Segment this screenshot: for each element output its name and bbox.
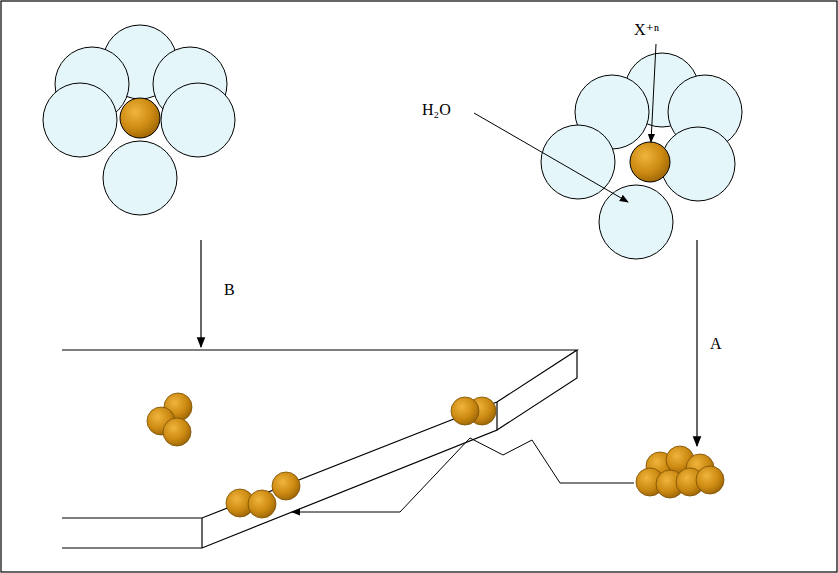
part-label: H₂O: [420, 100, 453, 119]
atom-cluster: [147, 393, 192, 446]
process-arrow: [696, 240, 697, 446]
hydrated-ion: [43, 25, 235, 215]
step-label: B: [222, 280, 237, 299]
atom-cluster: [451, 397, 496, 425]
atom-cluster: [636, 446, 724, 498]
crystal-surface: [62, 350, 577, 548]
step-label: A: [708, 334, 724, 353]
hydrated-ion: [541, 53, 742, 259]
migration-path: [292, 438, 634, 512]
process-arrow: [200, 240, 201, 347]
atom-cluster: [226, 472, 300, 518]
leader-arrow: [474, 113, 628, 202]
leader-arrow: [651, 44, 656, 142]
part-label: X⁺ⁿ: [632, 20, 661, 39]
